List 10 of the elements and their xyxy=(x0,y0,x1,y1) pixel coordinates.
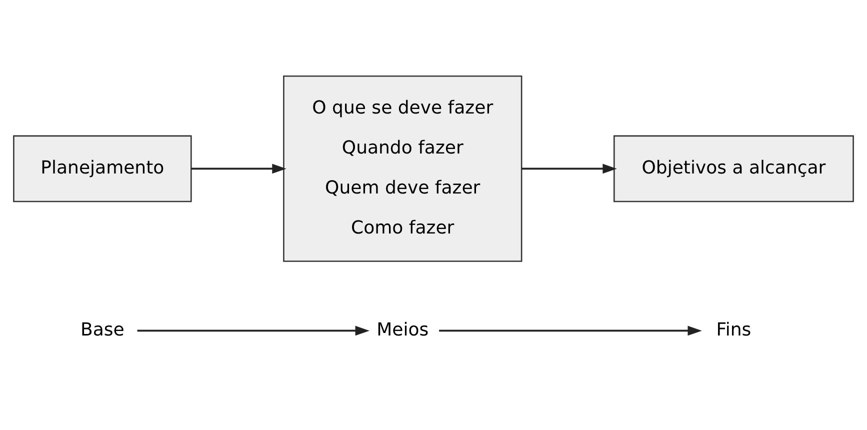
arrow xyxy=(439,326,702,336)
node-box: Objetivos a alcançar xyxy=(614,135,854,202)
node-text: Base xyxy=(80,319,124,340)
node-text: Fins xyxy=(716,319,752,340)
arrow xyxy=(191,164,286,174)
arrow xyxy=(137,326,370,336)
node-box: O que se deve fazer Quando fazer Quem deve fazer Como fazer xyxy=(283,76,522,262)
node-text: Meios xyxy=(376,319,429,340)
arrow xyxy=(522,164,617,174)
node-box: Planejamento xyxy=(13,135,192,202)
